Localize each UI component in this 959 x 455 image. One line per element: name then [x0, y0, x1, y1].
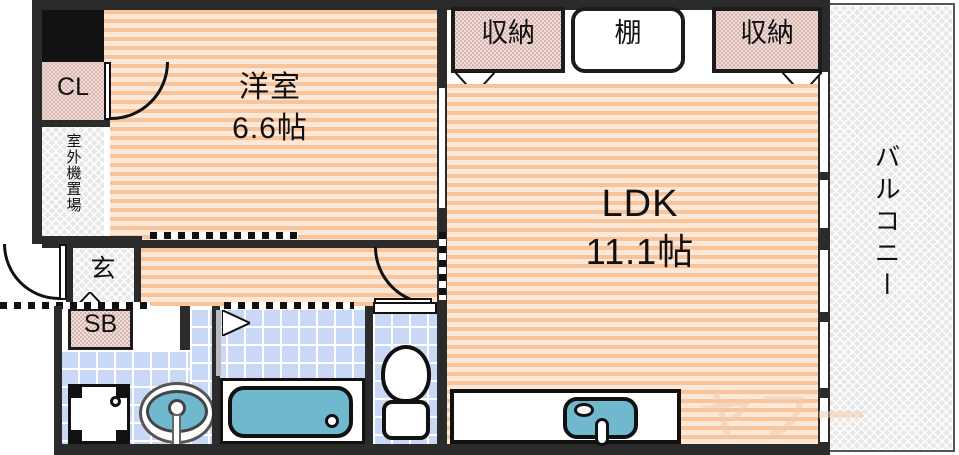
genkan — [72, 248, 134, 306]
washitsu-window-gap — [439, 88, 445, 208]
wm-corner-bl — [71, 430, 82, 441]
bath-door-indicator — [222, 310, 250, 336]
balcony-sliding-door-4[interactable] — [820, 322, 828, 388]
washitsu-sliding-door[interactable] — [150, 232, 298, 239]
cl-wall-bottom — [42, 120, 110, 127]
closet-cl-label: CL — [57, 73, 89, 101]
balcony-sliding-door-2[interactable] — [820, 180, 828, 228]
outdoor-unit-text: 室外機置場 — [64, 133, 82, 213]
sanitary-sliding-door[interactable] — [0, 302, 150, 309]
storage-left-label: 収納 — [481, 18, 535, 48]
balcony-label: バルコニー — [871, 143, 901, 303]
outdoor-unit-label: 室外機置場 — [48, 133, 98, 213]
washroom-wall-bottom — [54, 444, 190, 455]
wm-corner-tl — [71, 387, 82, 398]
washitsu-size: 6.6帖 — [232, 112, 308, 145]
cl-door-leaf[interactable] — [104, 62, 111, 120]
bath-wall-strip — [216, 310, 221, 376]
wm-drain — [110, 396, 121, 407]
exterior-wall-top — [32, 0, 827, 10]
balcony-sliding-door-5[interactable] — [820, 398, 828, 442]
genkan-wall-right — [134, 248, 141, 306]
sanitary-wall-bottom — [180, 444, 440, 455]
storage-left-open-indicator — [455, 72, 495, 94]
pillar-shaft — [42, 10, 104, 62]
balcony-sliding-door-1[interactable] — [820, 72, 828, 172]
exterior-wall-left-upper — [32, 0, 42, 240]
kitchen-faucet — [595, 418, 609, 446]
bath-sliding-door[interactable] — [224, 302, 354, 309]
closet-cl — [42, 62, 104, 120]
ldk-size: 11.1帖 — [585, 231, 695, 272]
room-ldk — [447, 84, 818, 444]
genkan-label: 玄 — [90, 255, 116, 283]
ldk-kitchen-divider — [437, 300, 447, 444]
entrance-door-arc — [3, 244, 59, 300]
toilet-tank — [382, 400, 430, 440]
shoe-box — [68, 308, 133, 350]
toilet-door[interactable] — [373, 302, 437, 314]
exterior-wall-bottom — [180, 444, 830, 455]
sanitary-wall-left — [54, 306, 62, 455]
storage-right — [712, 7, 822, 73]
ldk-sliding-door[interactable] — [439, 232, 446, 304]
shelf-box — [571, 7, 685, 73]
outdoor-unit-divider — [104, 127, 110, 240]
entrance-door-leaf[interactable] — [59, 244, 67, 300]
toilet-wall-left — [365, 306, 373, 444]
room-washitsu — [104, 10, 437, 240]
kitchen-counter — [450, 389, 681, 444]
genkan-wall-left — [66, 240, 73, 306]
genkan-wall-top — [32, 236, 142, 244]
shelf-label: 棚 — [614, 18, 642, 48]
wm-corner-br — [116, 430, 127, 441]
bathtub — [228, 386, 353, 438]
balcony-sliding-door-3[interactable] — [820, 250, 828, 312]
washbasin-faucet — [172, 414, 181, 446]
shoe-box-label: SB — [83, 310, 118, 338]
bathtub-drain — [325, 414, 339, 428]
washitsu-name: 洋室 — [239, 71, 301, 104]
toilet-bowl — [381, 345, 431, 403]
interior-wall-washitsu-bottom — [42, 240, 437, 248]
storage-right-open-indicator — [782, 72, 822, 94]
kitchen-sink-drain — [574, 403, 594, 417]
outdoor-unit-area — [42, 127, 104, 240]
wm-corner-tr — [116, 387, 127, 398]
ldk-name: LDK — [601, 183, 679, 225]
storage-right-label: 収納 — [740, 18, 794, 48]
storage-left — [451, 7, 565, 73]
room-balcony — [830, 6, 952, 449]
